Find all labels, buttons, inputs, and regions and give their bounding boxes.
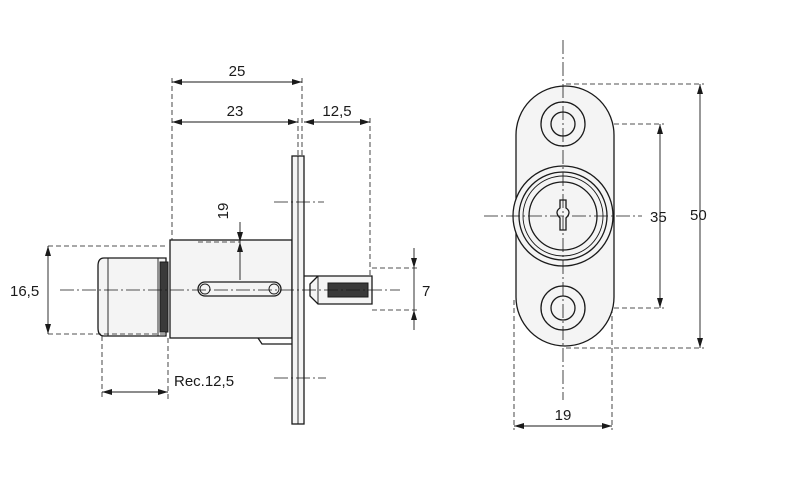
side-view: 25 23 12,5 19 16,5 7 Rec.12,5	[10, 63, 430, 425]
dim-label-35: 35	[650, 209, 667, 226]
keyway-icon	[556, 199, 570, 231]
dim-label-recess: Rec.12,5	[174, 373, 234, 390]
body-slot	[197, 281, 282, 297]
dim-label-23: 23	[227, 103, 244, 120]
dim-label-19-slot: 19	[215, 203, 232, 220]
front-view: 35 50 19	[484, 40, 707, 430]
dim-label-25: 25	[229, 63, 246, 80]
dim-label-7: 7	[422, 283, 430, 300]
dim-label-19-width: 19	[555, 407, 572, 424]
cylinder-head	[97, 257, 167, 337]
dim-label-50: 50	[690, 207, 707, 224]
dim-label-12-5: 12,5	[322, 103, 351, 120]
dim-label-16-5: 16,5	[10, 283, 39, 300]
lock-body	[169, 239, 293, 339]
